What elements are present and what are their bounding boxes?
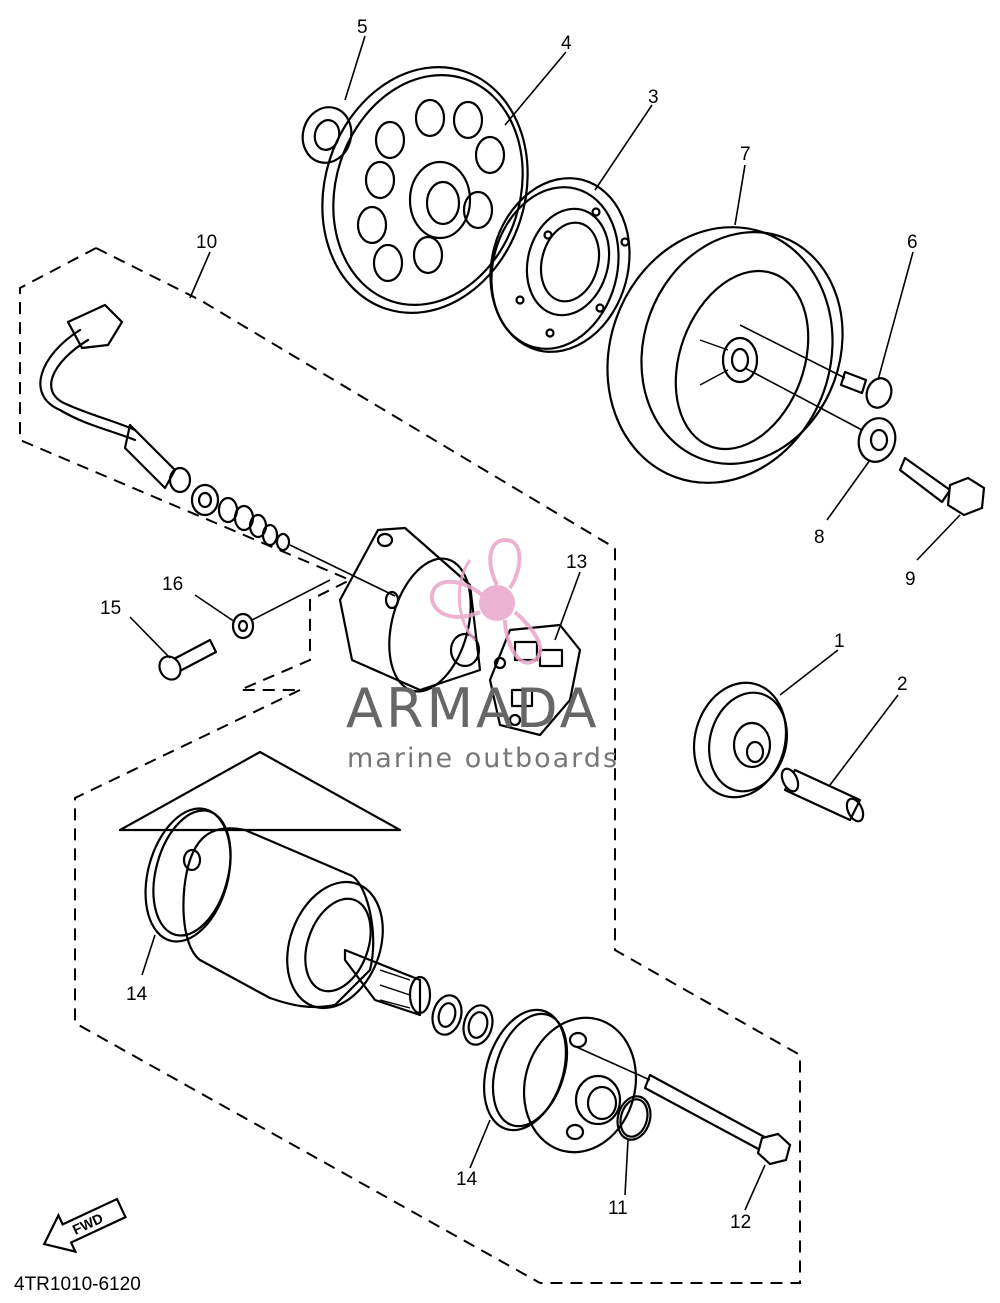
callout-1: 1 — [834, 631, 845, 652]
washer-part-8 — [744, 367, 897, 463]
callout-14-right: 14 — [456, 1169, 478, 1190]
callout-12: 12 — [730, 1212, 751, 1233]
armada-watermark: ARMADA marine outboards — [346, 537, 619, 774]
watermark-brand: ARMADA — [346, 677, 600, 740]
callout-5: 5 — [357, 17, 368, 38]
callout-3: 3 — [648, 87, 659, 108]
callout-8: 8 — [814, 527, 825, 548]
propeller-logo — [429, 537, 543, 665]
bolt-part-6 — [739, 324, 893, 409]
bolt-part-15 — [158, 638, 218, 681]
callout-4: 4 — [561, 33, 572, 54]
callout-14-left: 14 — [126, 984, 148, 1005]
forward-direction-arrow: FWD — [42, 1197, 127, 1254]
callout-leaders — [129, 35, 961, 1211]
starter-rear-cover — [522, 1016, 638, 1154]
callout-9: 9 — [905, 569, 916, 590]
watermark-tagline: marine outboards — [347, 743, 619, 774]
through-bolt-part-12 — [571, 1044, 792, 1166]
lead-wire-part-10 — [39, 303, 396, 597]
callout-6: 6 — [907, 232, 918, 253]
callout-7: 7 — [740, 144, 751, 165]
starter-armature-outline — [118, 750, 402, 832]
washer-part-5 — [301, 106, 353, 164]
o-ring-part-14-right — [482, 1008, 569, 1132]
starter-gear-part-4 — [321, 66, 529, 314]
one-way-clutch-part-3 — [489, 177, 631, 353]
callout-16: 16 — [162, 574, 183, 595]
starter-yoke — [182, 827, 384, 1010]
washer-part-16 — [231, 579, 331, 640]
callout-labels: 1 2 3 4 5 6 7 8 9 10 11 12 13 14 14 15 1… — [100, 17, 918, 1233]
o-ring-part-11 — [616, 1095, 652, 1141]
shaft-washers — [431, 994, 494, 1046]
shaft-part-2 — [780, 767, 865, 823]
starter-front-cover — [338, 526, 482, 693]
idle-gear-part-1 — [692, 681, 789, 799]
callout-13: 13 — [566, 552, 587, 573]
bolt-part-9 — [898, 456, 986, 517]
callout-2: 2 — [897, 674, 908, 695]
drawing-code: 4TR1010-6120 — [14, 1274, 141, 1295]
o-ring-part-14-left — [144, 807, 232, 943]
callout-11: 11 — [608, 1198, 628, 1219]
rotor-part-7 — [606, 226, 844, 484]
assembly-10-outline — [19, 247, 801, 1284]
callout-15: 15 — [100, 598, 121, 619]
callout-10: 10 — [196, 232, 217, 253]
armature-shaft — [343, 948, 432, 1017]
